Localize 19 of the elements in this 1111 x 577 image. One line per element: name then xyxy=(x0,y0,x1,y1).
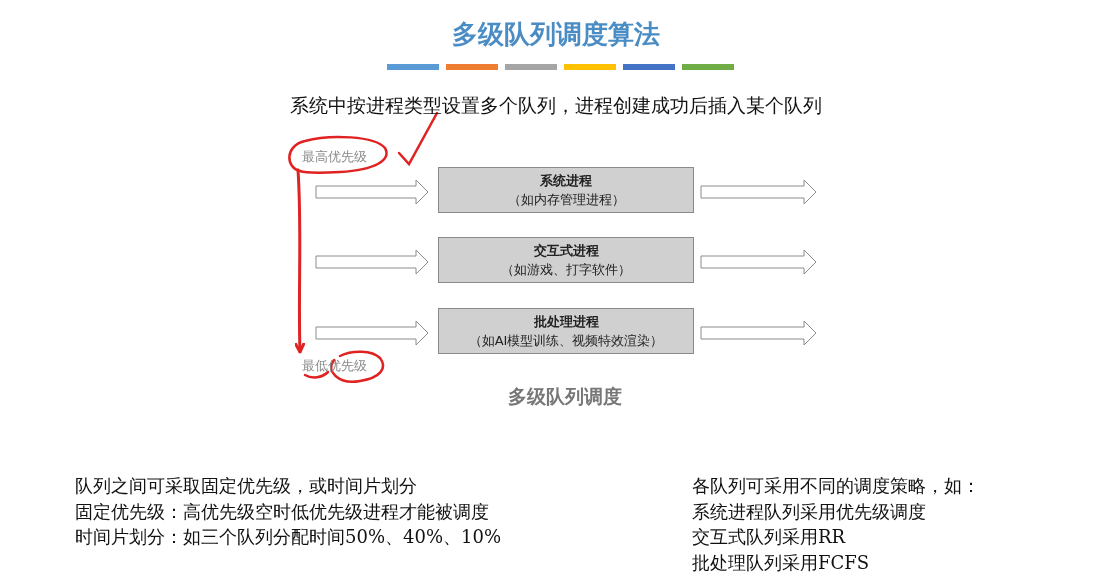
title: 多级队列调度算法 xyxy=(450,18,661,51)
note-text: 固定优先级：高优先级空时低优先级进程才能被调度 xyxy=(75,500,489,524)
note-text: 系统进程队列采用优先级调度 xyxy=(692,500,926,524)
block-arrow xyxy=(315,179,429,205)
block-arrow xyxy=(700,179,817,205)
block-arrow xyxy=(700,320,817,346)
note-text: 交互式队列采用RR xyxy=(692,525,846,549)
process-box: 批处理进程 （如AI模型训练、视频特效渲染） xyxy=(438,308,694,354)
block-arrow xyxy=(315,249,429,275)
caption: 多级队列调度 xyxy=(507,384,623,409)
block-arrow xyxy=(700,249,817,275)
note-text: 队列之间可采取固定优先级，或时间片划分 xyxy=(75,474,417,498)
note-text: 批处理队列采用FCFS xyxy=(692,551,870,575)
block-arrow xyxy=(315,320,429,346)
note-text: 各队列可采用不同的调度策略，如： xyxy=(692,474,980,498)
subtitle: 系统中按进程类型设置多个队列，进程创建成功后插入某个队列 xyxy=(288,93,823,117)
note-text: 时间片划分：如三个队列分配时间50%、40%、10% xyxy=(75,525,502,549)
process-box: 系统进程 （如内存管理进程） xyxy=(438,167,694,213)
process-box: 交互式进程 （如游戏、打字软件） xyxy=(438,237,694,283)
